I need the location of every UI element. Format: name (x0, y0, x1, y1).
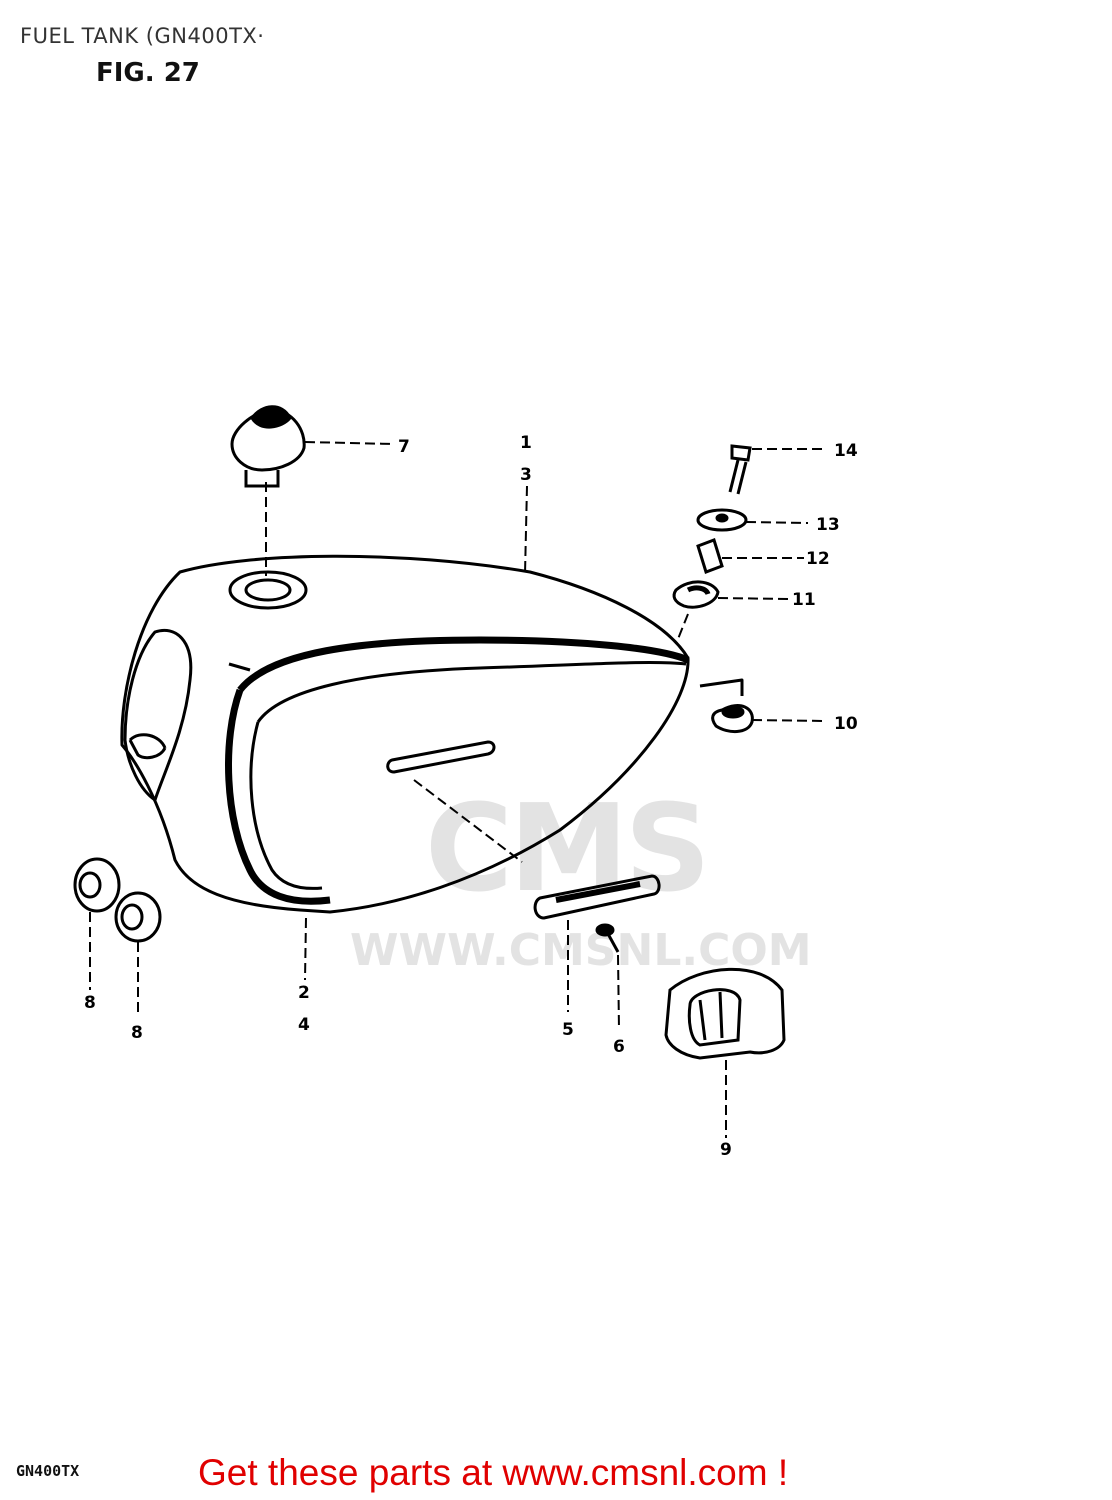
emblem (533, 874, 661, 920)
callout-4: 4 (298, 1015, 310, 1035)
watermark-url: WWW.CMSNL.COM (350, 925, 812, 976)
callout-7: 7 (398, 437, 410, 457)
fuel-tank (120, 554, 744, 914)
callout-14: 14 (834, 441, 858, 461)
callout-9: 9 (720, 1140, 732, 1160)
fuel-cap (230, 405, 306, 488)
callout-2: 2 (298, 983, 310, 1003)
screw-6 (595, 923, 620, 953)
figure-label: FIG. 27 (96, 58, 200, 88)
cushion-9 (664, 967, 786, 1060)
page-title: FUEL TANK (GN400TX· (20, 24, 265, 48)
callout-10: 10 (834, 714, 858, 734)
callout-8a: 8 (84, 993, 96, 1013)
callout-11: 11 (792, 590, 816, 610)
callout-5: 5 (562, 1020, 574, 1040)
callout-6: 6 (613, 1037, 625, 1057)
callout-3: 3 (520, 465, 532, 485)
callout-1: 1 (520, 433, 532, 453)
promo-link[interactable]: Get these parts at www.cmsnl.com ! (198, 1452, 789, 1493)
callout-13: 13 (816, 515, 840, 535)
callout-labels: 1 3 2 4 5 6 7 8 8 9 10 11 12 13 14 (84, 433, 858, 1160)
rear-mount-parts (672, 444, 754, 733)
leader-lines (89, 441, 827, 1138)
model-code: GN400TX (16, 1462, 80, 1480)
cushion-8a (73, 857, 121, 913)
callout-12: 12 (806, 549, 830, 569)
callout-8b: 8 (131, 1023, 143, 1043)
cushion-8b (114, 891, 162, 943)
